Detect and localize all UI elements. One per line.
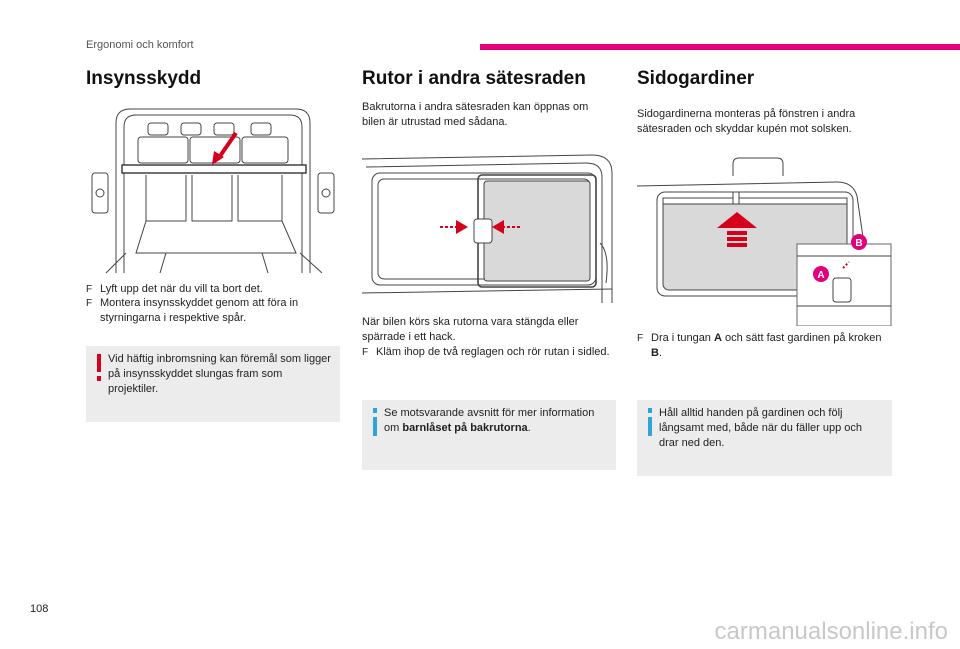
info-box-rutor: Se motsvarande avsnitt för mer informati…	[362, 400, 616, 470]
side-curtain-illustration: B A	[637, 156, 892, 326]
watermark: carmanualsonline.info	[714, 618, 948, 645]
rear-window-illustration	[362, 153, 616, 313]
info-box-sidogardiner: Håll alltid handen på gardinen och följ …	[637, 400, 892, 476]
intro-rutor: Bakrutorna i andra sätesraden kan öppnas…	[362, 101, 589, 128]
bullet-marker: F	[637, 333, 644, 344]
bullet-marker: F	[86, 298, 93, 309]
bullet-squeeze-controls: F Kläm ihop de två reglagen och rör ruta…	[362, 346, 610, 358]
bullet-marker: F	[362, 347, 369, 358]
info-text-rutor: Se motsvarande avsnitt för mer informati…	[384, 407, 595, 434]
callout-a-label: A	[817, 270, 824, 281]
info-icon	[373, 408, 377, 436]
callout-a-marker	[813, 266, 829, 282]
title-insynsskydd: Insynsskydd	[86, 68, 202, 89]
info-text-sidogardiner: Håll alltid handen på gardinen och följ …	[659, 407, 863, 449]
callout-b-label: B	[855, 238, 862, 249]
warning-text: Vid häftig inbromsning kan föremål som l…	[108, 353, 331, 395]
bullet-mount-cover: F Montera insynsskyddet genom att föra i…	[86, 297, 299, 324]
para-rutor: När bilen körs ska rutorna vara stängda …	[362, 316, 579, 343]
info-icon	[648, 408, 652, 436]
cargo-cover-illustration	[86, 103, 340, 275]
title-sidogardiner: Sidogardiner	[637, 68, 755, 89]
page-number: 108	[30, 603, 49, 615]
bullet-marker: F	[86, 284, 93, 295]
warning-box: Vid häftig inbromsning kan föremål som l…	[86, 346, 340, 422]
bullet-pull-tab: F Dra i tungan A och sätt fast gardinen …	[637, 332, 882, 359]
header-accent-bar	[480, 44, 960, 50]
callout-b-marker	[851, 234, 867, 250]
bullet-lift-cover: F Lyft upp det när du vill ta bort det.	[86, 283, 263, 295]
warning-exclamation-icon	[97, 354, 101, 381]
intro-sidogardiner: Sidogardinerna monteras på fönstren i an…	[637, 108, 856, 135]
section-label: Ergonomi och komfort	[86, 39, 194, 51]
title-rutor: Rutor i andra sätesraden	[362, 68, 586, 89]
